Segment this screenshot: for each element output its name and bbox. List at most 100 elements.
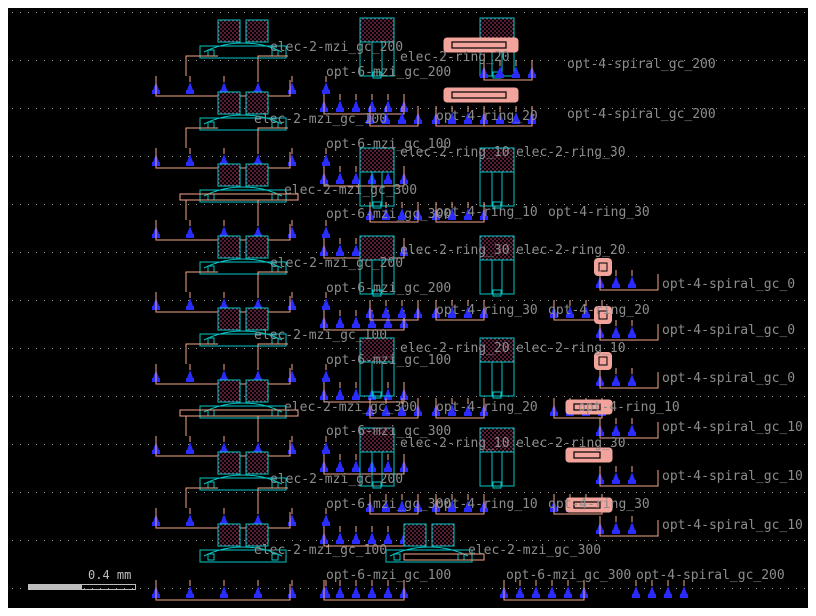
grid-dot: [516, 204, 517, 205]
pad-marker: [629, 276, 635, 284]
via: [372, 289, 382, 297]
grid-dot: [116, 12, 117, 13]
grid-dot: [300, 588, 301, 589]
grid-dot: [796, 204, 797, 205]
grid-dot: [676, 12, 677, 13]
pad-marker: [353, 316, 359, 324]
grid-dot: [684, 252, 685, 253]
grid-dot: [620, 300, 621, 301]
grid-dot: [68, 12, 69, 13]
grid-dot: [156, 60, 157, 61]
grid-dot: [428, 252, 429, 253]
grid-dot: [628, 588, 629, 589]
grid-dot: [300, 108, 301, 109]
grid-dot: [36, 12, 37, 13]
grid-dot: [596, 300, 597, 301]
grid-dot: [324, 12, 325, 13]
grid-dot: [348, 540, 349, 541]
grid-dot: [92, 588, 93, 589]
cell-label: elec-2-mzi_gc_200: [270, 256, 403, 271]
grid-dot: [84, 12, 85, 13]
grid-dot: [404, 492, 405, 493]
grid-dot: [780, 156, 781, 157]
grid-dot: [572, 60, 573, 61]
grid-dot: [612, 252, 613, 253]
grid-dot: [260, 588, 261, 589]
grid-dot: [20, 300, 21, 301]
grid-dot: [300, 300, 301, 301]
grid-dot: [36, 444, 37, 445]
via: [393, 553, 401, 561]
spiral-pad-group: [596, 368, 659, 389]
grid-dot: [460, 60, 461, 61]
grid-dot: [116, 540, 117, 541]
grid-dot: [588, 492, 589, 493]
layout-canvas[interactable]: elec-2-mzi_gc_200 elec-2-ring_20 opt-4-s…: [8, 8, 808, 608]
grid-dot: [788, 204, 789, 205]
grid-dot: [668, 12, 669, 13]
cell-label: elec-2-mzi_gc_300: [284, 183, 417, 198]
grid-dot: [396, 12, 397, 13]
pad-marker: [368, 540, 376, 544]
grid-dot: [764, 252, 765, 253]
pad-marker: [186, 234, 194, 238]
grid-dot: [148, 444, 149, 445]
grid-dot: [244, 444, 245, 445]
grid-dot: [508, 492, 509, 493]
grid-dot: [284, 108, 285, 109]
layout-view[interactable]: elec-2-mzi_gc_200 elec-2-ring_20 opt-4-s…: [8, 8, 808, 608]
grid-dot: [124, 156, 125, 157]
wire: [503, 584, 585, 601]
grid-dot: [772, 300, 773, 301]
grid-dot: [764, 444, 765, 445]
grid-dot: [348, 444, 349, 445]
wire: [369, 304, 419, 321]
grid-dot: [308, 300, 309, 301]
pad-marker: [187, 226, 193, 234]
grid-dot: [788, 108, 789, 109]
grid-dot: [524, 156, 525, 157]
grid-dot: [468, 348, 469, 349]
grid-dot: [84, 492, 85, 493]
grid-dot: [388, 204, 389, 205]
grid-dot: [556, 156, 557, 157]
grid-dot: [804, 540, 805, 541]
pad-marker: [448, 314, 456, 318]
grid-dot: [244, 588, 245, 589]
grid-dot: [404, 156, 405, 157]
grid-dot: [52, 492, 53, 493]
grid-dot: [572, 156, 573, 157]
grid-dot: [116, 108, 117, 109]
pad-marker: [323, 82, 329, 90]
grid-dot: [252, 444, 253, 445]
grid-dot: [508, 108, 509, 109]
grid-dot: [724, 588, 725, 589]
grid-dot: [644, 108, 645, 109]
cell-label: opt-4-spiral_gc_0: [662, 371, 795, 386]
grid-dot: [108, 156, 109, 157]
grid-dot: [172, 108, 173, 109]
grid-dot: [620, 444, 621, 445]
cell-label: opt-6-mzi_gc_100: [326, 568, 451, 583]
waveguide-block: [199, 45, 287, 59]
pad-marker: [533, 586, 539, 594]
grid-dot: [668, 444, 669, 445]
pad-marker: [512, 74, 520, 78]
scale-bar-label: 0.4 mm: [88, 568, 132, 582]
grid-dot: [764, 12, 765, 13]
grid-dot: [604, 156, 605, 157]
grid-dot: [164, 348, 165, 349]
grid-dot: [172, 204, 173, 205]
metal-pad: [245, 19, 269, 43]
pad-marker: [323, 514, 329, 522]
grid-dot: [460, 12, 461, 13]
device-cells[interactable]: [152, 17, 688, 601]
grid-dot: [300, 252, 301, 253]
grid-dot: [68, 492, 69, 493]
grid-dot: [260, 300, 261, 301]
grid-dot: [756, 108, 757, 109]
grid-dot: [668, 300, 669, 301]
grid-dot: [692, 156, 693, 157]
grid-dot: [636, 444, 637, 445]
device-row: [152, 307, 408, 403]
